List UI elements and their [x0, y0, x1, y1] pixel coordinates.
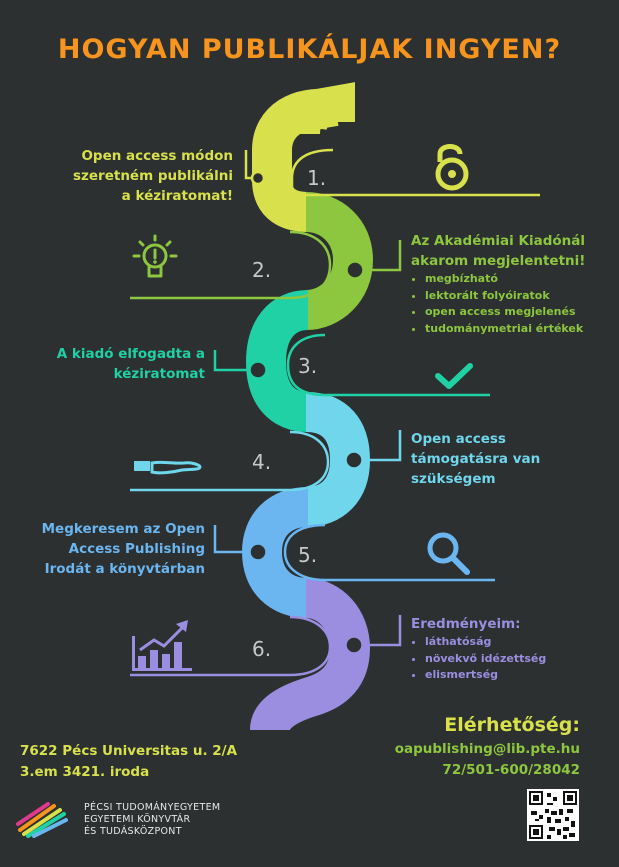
- connector-2-right: [368, 240, 402, 272]
- page-title: HOGYAN PUBLIKÁLJAK INGYEN?: [57, 34, 562, 65]
- list-item: növekvő idézettség: [425, 651, 601, 668]
- step-6-bullets: láthatóság növekvő idézettség elismertsé…: [411, 634, 601, 684]
- lightbulb-icon: [132, 234, 178, 278]
- connector-6-inner: [130, 615, 332, 677]
- contact-email[interactable]: oapublishing@lib.pte.hu: [394, 741, 580, 757]
- node-4: [346, 452, 362, 468]
- node-6: [346, 637, 362, 653]
- list-item: lektorált folyóiratok: [425, 288, 611, 305]
- step-3-text: A kiadó elfogadta a kéziratomat: [56, 346, 205, 382]
- connector-3-inner: [286, 333, 490, 397]
- step-5-text: Megkeresem az Open Access Publishing Iro…: [41, 521, 205, 577]
- growth-chart-icon: [132, 620, 192, 671]
- wave-segment-6: [250, 578, 371, 733]
- connector-1-inner: [290, 148, 540, 197]
- list-item: láthatóság: [425, 634, 601, 651]
- checkmark-icon: [435, 363, 473, 389]
- step-number-5: 5.: [298, 543, 318, 567]
- step-number-6: 6.: [252, 637, 272, 661]
- step-number-1: 1.: [307, 166, 327, 190]
- step-1-text: Open access módon szeretném publikálni a…: [73, 148, 233, 204]
- connector-3-left: [213, 350, 250, 372]
- address-line-2: 3.em 3421. iroda: [20, 764, 150, 780]
- node-3: [250, 362, 266, 378]
- open-hand-icon: [134, 460, 202, 475]
- connector-5-inner: [283, 523, 495, 582]
- contact-phone: 72/501-600/28042: [442, 762, 580, 778]
- step-4-text: Open access támogatásra van szükségem: [411, 431, 541, 487]
- magnifier-icon: [427, 532, 470, 575]
- list-item: megbízható: [425, 271, 611, 288]
- wave-segment-1b: [252, 89, 334, 232]
- step-6-text: Eredményeim: láthatóság növekvő idézetts…: [411, 614, 601, 684]
- step-2-bullets: megbízható lektorált folyóiratok open ac…: [411, 271, 611, 337]
- step-number-2: 2.: [252, 258, 272, 282]
- connector-6-right: [366, 615, 402, 647]
- wave-segment-3: [245, 290, 310, 432]
- connector-2-inner: [130, 230, 332, 300]
- logo-text: PÉCSI TUDOMÁNYEGYETEM EGYETEMI KÖNYVTÁR …: [84, 802, 221, 837]
- wave-segment-2: [304, 192, 374, 330]
- contact-heading: Elérhetőség:: [444, 714, 580, 736]
- university-logo-icon: [16, 802, 68, 838]
- address-line-1: 7622 Pécs Universitas u. 2/A: [20, 743, 238, 759]
- qr-code-icon[interactable]: [527, 789, 579, 841]
- list-item: tudománymetriai értékek: [425, 321, 611, 338]
- connector-5-left: [213, 525, 248, 554]
- connector-4-right: [366, 430, 402, 462]
- list-item: elismertség: [425, 667, 601, 684]
- open-lock-icon: [435, 144, 469, 191]
- step-2-text: Az Akadémiai Kiadónál akarom megjelentet…: [411, 231, 611, 337]
- list-item: open access megjelenés: [425, 304, 611, 321]
- node-1: [250, 170, 266, 186]
- node-2: [347, 262, 363, 278]
- step-number-4: 4.: [252, 450, 272, 474]
- step-number-3: 3.: [298, 354, 318, 378]
- node-5: [250, 544, 266, 560]
- connector-4-inner: [130, 430, 330, 492]
